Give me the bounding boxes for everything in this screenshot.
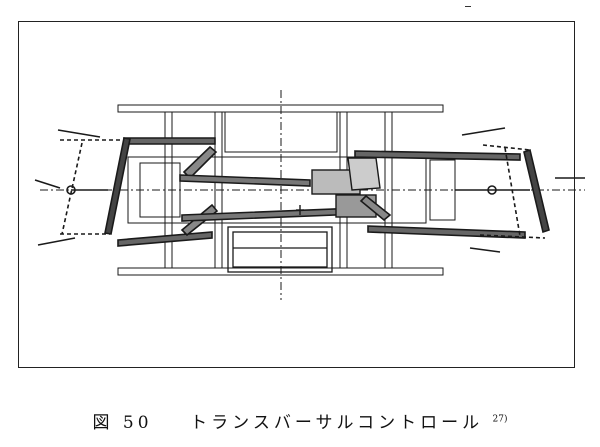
figure-number: 図 50 [92, 413, 153, 433]
figure-frame [18, 21, 575, 368]
bench-block [227, 226, 333, 273]
figure-reference: 27) [492, 414, 508, 425]
right-steering-linkage [354, 127, 585, 253]
left-steering-linkage [34, 129, 361, 247]
center-gear-assembly [296, 157, 381, 218]
scan-mark [465, 6, 471, 7]
figure-caption: 図 50 トランスバーサルコントロール 27) [0, 408, 600, 433]
figure-title: トランスバーサルコントロール [190, 413, 484, 433]
vehicle-body [127, 111, 456, 224]
